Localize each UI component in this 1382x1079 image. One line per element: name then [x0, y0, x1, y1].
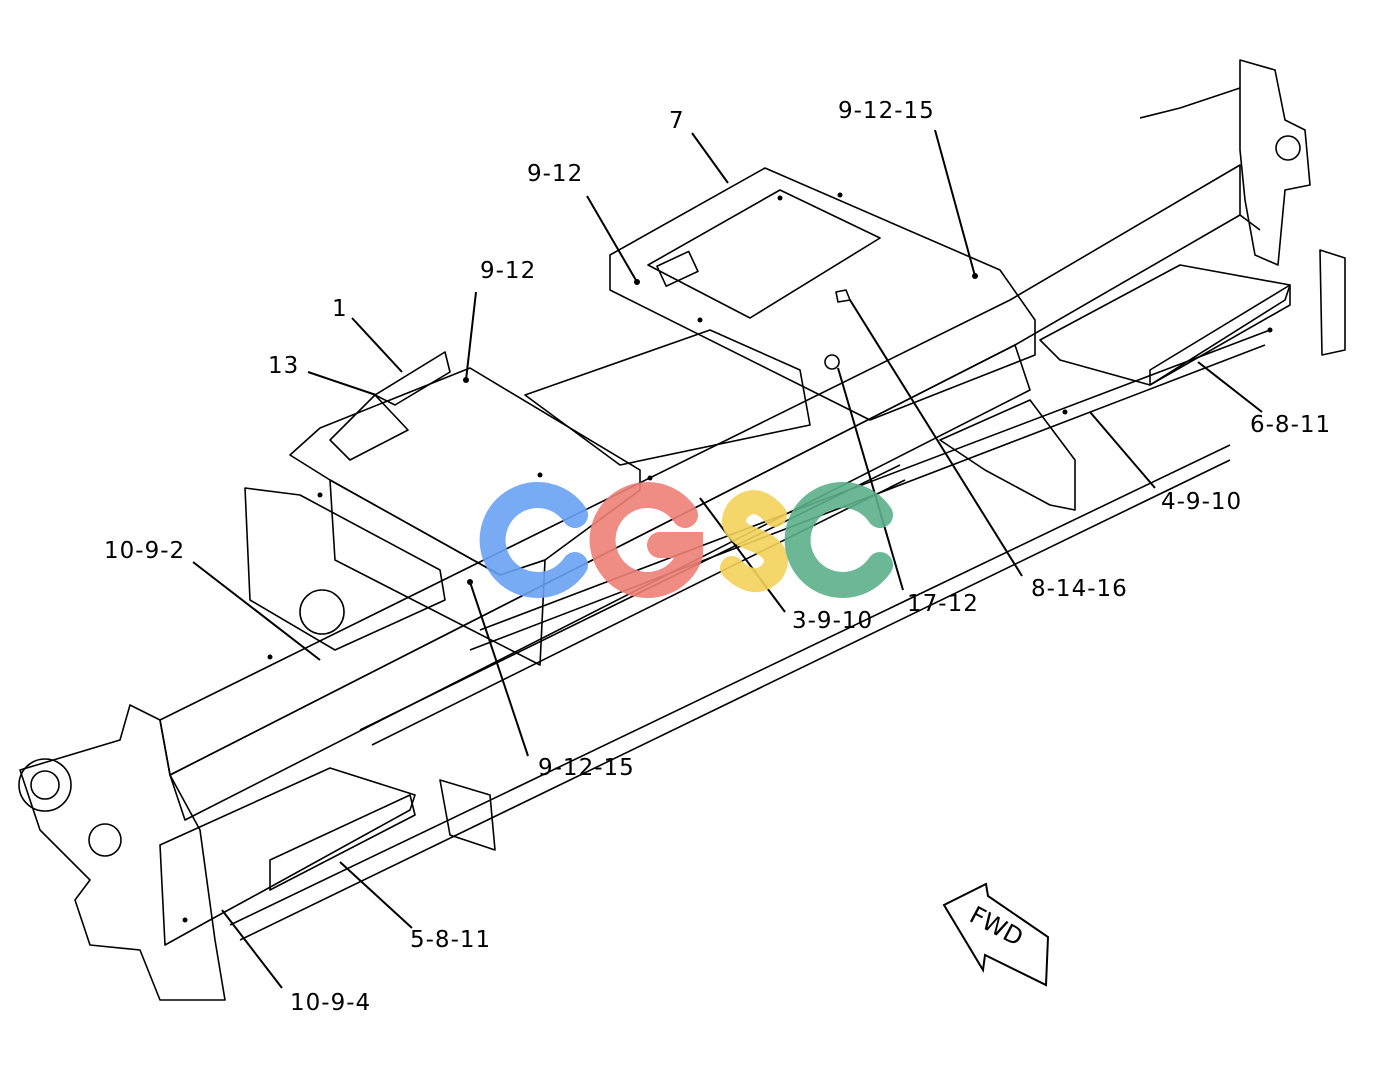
- leader-lines: [192, 129, 1263, 989]
- callout-1: 1: [332, 296, 348, 322]
- callout-5-8-11: 5-8-11: [410, 927, 492, 953]
- watermark-logo: [479, 482, 893, 598]
- callout-17-12: 17-12: [907, 591, 979, 617]
- callout-10-9-4: 10-9-4: [290, 990, 372, 1016]
- callout-3-9-10: 3-9-10: [792, 608, 874, 634]
- fwd-arrow-icon: FWD: [942, 882, 1050, 987]
- callout-9-12-b: 9-12: [480, 258, 537, 284]
- callout-4-9-10: 4-9-10: [1161, 489, 1243, 515]
- callout-10-9-2: 10-9-2: [104, 538, 186, 564]
- callout-7: 7: [669, 108, 685, 134]
- main-frame-outline: [18, 59, 1346, 1001]
- callout-6-8-11: 6-8-11: [1250, 412, 1332, 438]
- callout-9-12-15-b: 9-12-15: [538, 755, 635, 781]
- callout-8-14-16: 8-14-16: [1031, 576, 1128, 602]
- callout-9-12-15-a: 9-12-15: [838, 98, 935, 124]
- callout-9-12-a: 9-12: [527, 161, 584, 187]
- callout-13: 13: [268, 353, 300, 379]
